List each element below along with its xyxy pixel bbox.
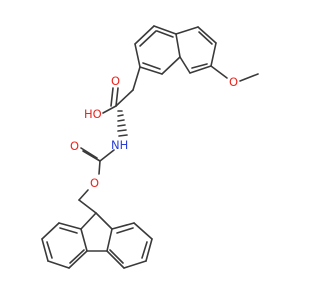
- bond: [210, 65, 228, 79]
- bond: [133, 222, 153, 240]
- bond: [179, 56, 191, 74]
- bond: [210, 42, 217, 67]
- bond: [99, 149, 115, 162]
- bond: [47, 260, 70, 269]
- bonds: [41, 25, 259, 269]
- bond: [80, 212, 97, 230]
- bond: [139, 66, 163, 75]
- bond: [106, 228, 113, 252]
- bond: [46, 241, 53, 259]
- bond: [115, 89, 134, 107]
- molecule-structure: O O HO NH O O: [41, 25, 259, 269]
- bond: [132, 66, 141, 91]
- bond: [80, 228, 88, 252]
- atom-labels: O O HO NH O O: [70, 74, 238, 190]
- bond: [153, 25, 177, 35]
- bond: [82, 150, 101, 162]
- bond: [116, 227, 134, 234]
- bond: [189, 65, 212, 74]
- carbamate-carbonyl-oxygen-label: O: [70, 139, 79, 153]
- bond: [198, 31, 213, 45]
- carbamate-ester-oxygen-label: O: [90, 176, 99, 190]
- bond: [106, 250, 125, 269]
- bond: [78, 199, 97, 214]
- bond: [69, 249, 85, 264]
- bond: [115, 87, 119, 107]
- bond: [142, 62, 161, 70]
- bond: [68, 250, 88, 269]
- bond: [102, 105, 117, 114]
- bond: [111, 222, 135, 230]
- bond: [95, 212, 113, 230]
- bond: [175, 33, 181, 58]
- bond: [78, 189, 89, 201]
- bond: [41, 238, 49, 262]
- bond: [134, 25, 155, 45]
- bond: [110, 87, 114, 107]
- bond: [145, 238, 153, 262]
- bond: [117, 124, 126, 127]
- bond: [239, 73, 259, 82]
- bond: [156, 30, 174, 38]
- bond: [117, 129, 127, 132]
- bond: [191, 63, 208, 69]
- bond: [80, 147, 98, 159]
- bond: [123, 260, 147, 269]
- bond: [134, 43, 141, 68]
- bond: [118, 134, 128, 137]
- bond: [117, 114, 124, 117]
- bond: [175, 26, 199, 35]
- bond: [41, 222, 60, 240]
- bond: [59, 227, 78, 234]
- bond: [141, 241, 148, 259]
- bond: [109, 249, 124, 264]
- bond: [58, 222, 82, 230]
- acid-carbonyl-oxygen-label: O: [111, 74, 120, 88]
- bond: [197, 26, 217, 44]
- methoxy-oxygen-label: O: [229, 75, 238, 89]
- bond: [98, 160, 101, 175]
- acid-hydroxyl-label: HO: [84, 107, 102, 121]
- amine-label: NH: [111, 138, 128, 152]
- bond: [117, 119, 125, 122]
- bond: [139, 30, 157, 47]
- bond: [161, 56, 181, 75]
